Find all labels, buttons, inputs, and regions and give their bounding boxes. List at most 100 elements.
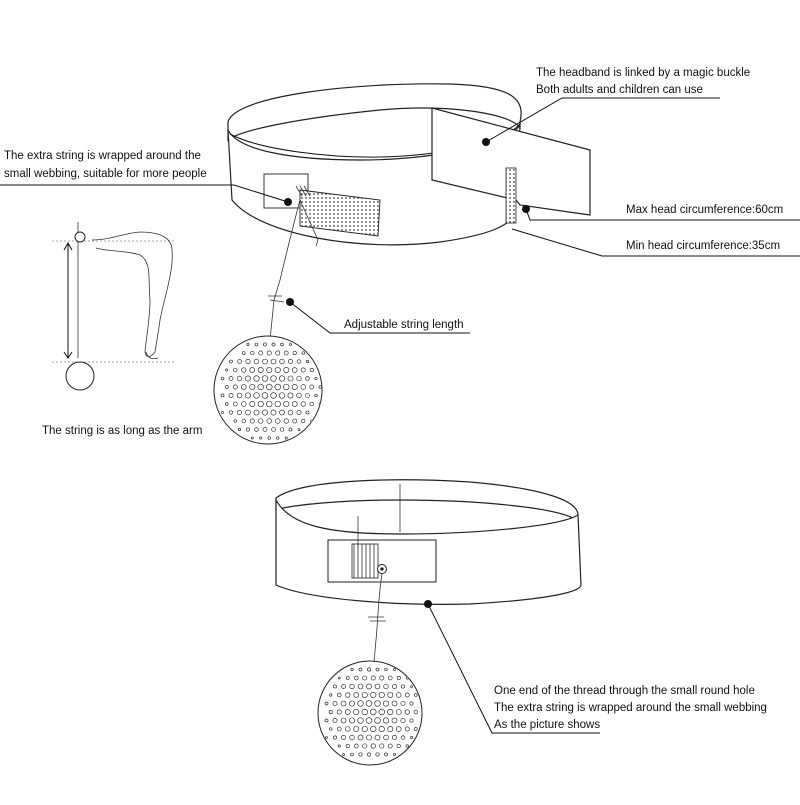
ball-dimple bbox=[387, 675, 393, 681]
ball-dimple bbox=[348, 700, 356, 707]
ball-dimple bbox=[296, 375, 302, 382]
ball-dimple bbox=[220, 393, 225, 398]
ball-dimple bbox=[387, 692, 394, 698]
ball-dimple bbox=[262, 409, 268, 416]
ball-dimple bbox=[374, 700, 381, 707]
ball-dimple bbox=[332, 701, 338, 706]
ball-dimple bbox=[384, 752, 388, 757]
ball-dimple bbox=[366, 683, 372, 690]
ball-dimple bbox=[241, 418, 246, 424]
ball-dimple bbox=[345, 743, 350, 749]
ball-dimple bbox=[253, 409, 260, 416]
ball-dimple bbox=[329, 727, 333, 731]
ball-dimple bbox=[350, 667, 354, 672]
ball-dimple bbox=[228, 410, 234, 415]
ball-dimple bbox=[365, 700, 373, 707]
bottom-line1: One end of the thread through the small … bbox=[494, 685, 755, 697]
ball-dimple bbox=[296, 392, 302, 399]
ball-dimple bbox=[337, 676, 341, 680]
ball-dimple bbox=[261, 375, 269, 382]
ball-dimple bbox=[254, 342, 259, 347]
magic-buckle-line1: The headband is linked by a magic buckle bbox=[536, 67, 750, 79]
ball-dimple bbox=[349, 734, 355, 741]
ball-dimple bbox=[410, 736, 413, 739]
ball-dimple bbox=[345, 726, 351, 732]
ball-dimple bbox=[405, 676, 409, 680]
ball-dimple bbox=[392, 684, 397, 689]
ball-dimple bbox=[232, 401, 238, 407]
ball-dimple bbox=[358, 667, 363, 672]
ball-dimple bbox=[287, 375, 294, 382]
ball-dimple bbox=[275, 350, 281, 356]
arm-length-figure bbox=[52, 222, 175, 391]
ball-dimple bbox=[375, 752, 380, 757]
ball-dimple bbox=[396, 675, 401, 680]
ball-dimple bbox=[391, 734, 398, 741]
ball-dimple bbox=[370, 691, 377, 699]
ball-dimple bbox=[259, 436, 263, 440]
ball-dimple bbox=[305, 376, 310, 381]
ball-dimple bbox=[244, 392, 252, 399]
ball-dimple bbox=[261, 392, 269, 399]
ball-dimple bbox=[370, 708, 377, 716]
ball-dimple bbox=[241, 401, 247, 407]
ball-dimple bbox=[288, 427, 293, 432]
ball-dimple bbox=[284, 436, 288, 440]
ball-dimple bbox=[400, 717, 406, 724]
ball-dimple bbox=[409, 701, 414, 706]
ball-dimple bbox=[301, 351, 305, 355]
ball-dimple bbox=[245, 358, 251, 365]
ball-dimple bbox=[329, 693, 333, 697]
ball-dimple bbox=[300, 384, 306, 390]
ball-dimple bbox=[383, 734, 389, 741]
ball-dimple bbox=[278, 375, 286, 382]
string-coil bbox=[351, 543, 379, 579]
ball-dimple bbox=[383, 683, 389, 690]
ball-dimple bbox=[366, 734, 372, 741]
ball-dimple bbox=[228, 393, 234, 398]
ball-dimple bbox=[279, 358, 285, 365]
ball-dimple bbox=[236, 375, 243, 382]
ball-dimple bbox=[270, 375, 277, 382]
ball-dimple bbox=[361, 691, 368, 699]
ball-dimple bbox=[324, 701, 329, 706]
ball-dimple bbox=[270, 392, 277, 399]
ball-dimple bbox=[357, 717, 364, 724]
ball-dimple bbox=[348, 717, 356, 724]
ball-dimple bbox=[278, 392, 286, 399]
bottom-string bbox=[373, 573, 383, 663]
ball-dimple bbox=[266, 350, 272, 356]
ball-dimple bbox=[350, 752, 354, 757]
bottom-line2: The extra string is wrapped around the s… bbox=[494, 702, 767, 714]
ball-dimple bbox=[309, 384, 315, 390]
ball-dimple bbox=[249, 367, 256, 373]
ball-dimple bbox=[404, 726, 410, 732]
ball-dimple bbox=[283, 418, 289, 424]
ball-dimple bbox=[237, 359, 242, 364]
ball-dimple bbox=[291, 401, 298, 407]
min-circumference-label: Min head circumference:35cm bbox=[626, 240, 780, 252]
ball-dimple bbox=[393, 753, 396, 756]
ball-dimple bbox=[410, 685, 413, 688]
ball-dimple bbox=[370, 725, 377, 733]
ball-dimple bbox=[375, 667, 380, 672]
ball-dimple bbox=[314, 376, 318, 381]
ball-dimple bbox=[283, 367, 290, 373]
ball-dimple bbox=[258, 418, 264, 424]
ball-dimple bbox=[404, 692, 410, 698]
ball-dimple bbox=[224, 385, 229, 389]
ball-dimple bbox=[270, 409, 277, 416]
bottom-headband bbox=[275, 479, 582, 663]
ball-dimple bbox=[345, 692, 351, 698]
ball-dimple bbox=[387, 708, 394, 716]
ball-dimple bbox=[305, 393, 310, 398]
ball-dimple bbox=[245, 375, 251, 382]
ball-dimple bbox=[253, 375, 260, 382]
ball-dimple bbox=[292, 418, 298, 424]
ball-dimple bbox=[241, 351, 246, 355]
ball-dimple bbox=[267, 436, 271, 440]
ball-dimple bbox=[409, 718, 414, 723]
extra-string-line2: small webbing, suitable for more people bbox=[4, 168, 207, 180]
ball-dimple bbox=[283, 400, 290, 408]
